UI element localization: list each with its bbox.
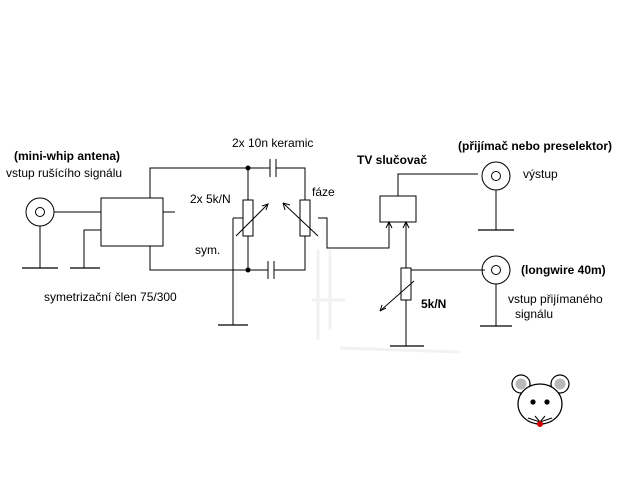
- level-pot-label: 5k/N: [421, 297, 446, 311]
- balun-label: symetrizační člen 75/300: [44, 290, 177, 304]
- tv-combiner-block: [379, 173, 478, 268]
- capacitors-label: 2x 10n keramic: [232, 136, 313, 150]
- balun-transformer: [54, 167, 248, 271]
- longwire-input-connector-icon: [480, 255, 512, 327]
- interference-input-connector-icon: [22, 197, 58, 269]
- potentiometers-label: 2x 5k/N: [190, 192, 231, 206]
- capacitor-top-icon: [245, 159, 306, 200]
- longwire-note: (longwire 40m): [521, 263, 606, 277]
- receiver-output-connector-icon: [478, 161, 514, 231]
- capacitor-bottom-icon: [245, 236, 306, 279]
- phase-potentiometer-icon: [282, 199, 390, 249]
- receive-input-label-line1: vstup přijímaného: [508, 292, 603, 306]
- interference-input-label: vstup rušícího signálu: [6, 166, 122, 180]
- level-potentiometer-icon: [379, 267, 485, 347]
- interference-antenna-note: (mini-whip antena): [14, 149, 120, 163]
- symmetry-label: sym.: [195, 243, 220, 257]
- phase-label: fáze: [312, 185, 335, 199]
- receive-input-label-line2: signálu: [515, 307, 553, 321]
- receiver-note: (přijímač nebo preselektor): [458, 139, 612, 153]
- combiner-label: TV slučovač: [357, 153, 427, 167]
- symmetry-potentiometer-icon: [218, 168, 269, 326]
- output-label: výstup: [523, 167, 558, 181]
- mouse-mascot-icon: [511, 374, 570, 427]
- faint-background-marks: [312, 250, 461, 354]
